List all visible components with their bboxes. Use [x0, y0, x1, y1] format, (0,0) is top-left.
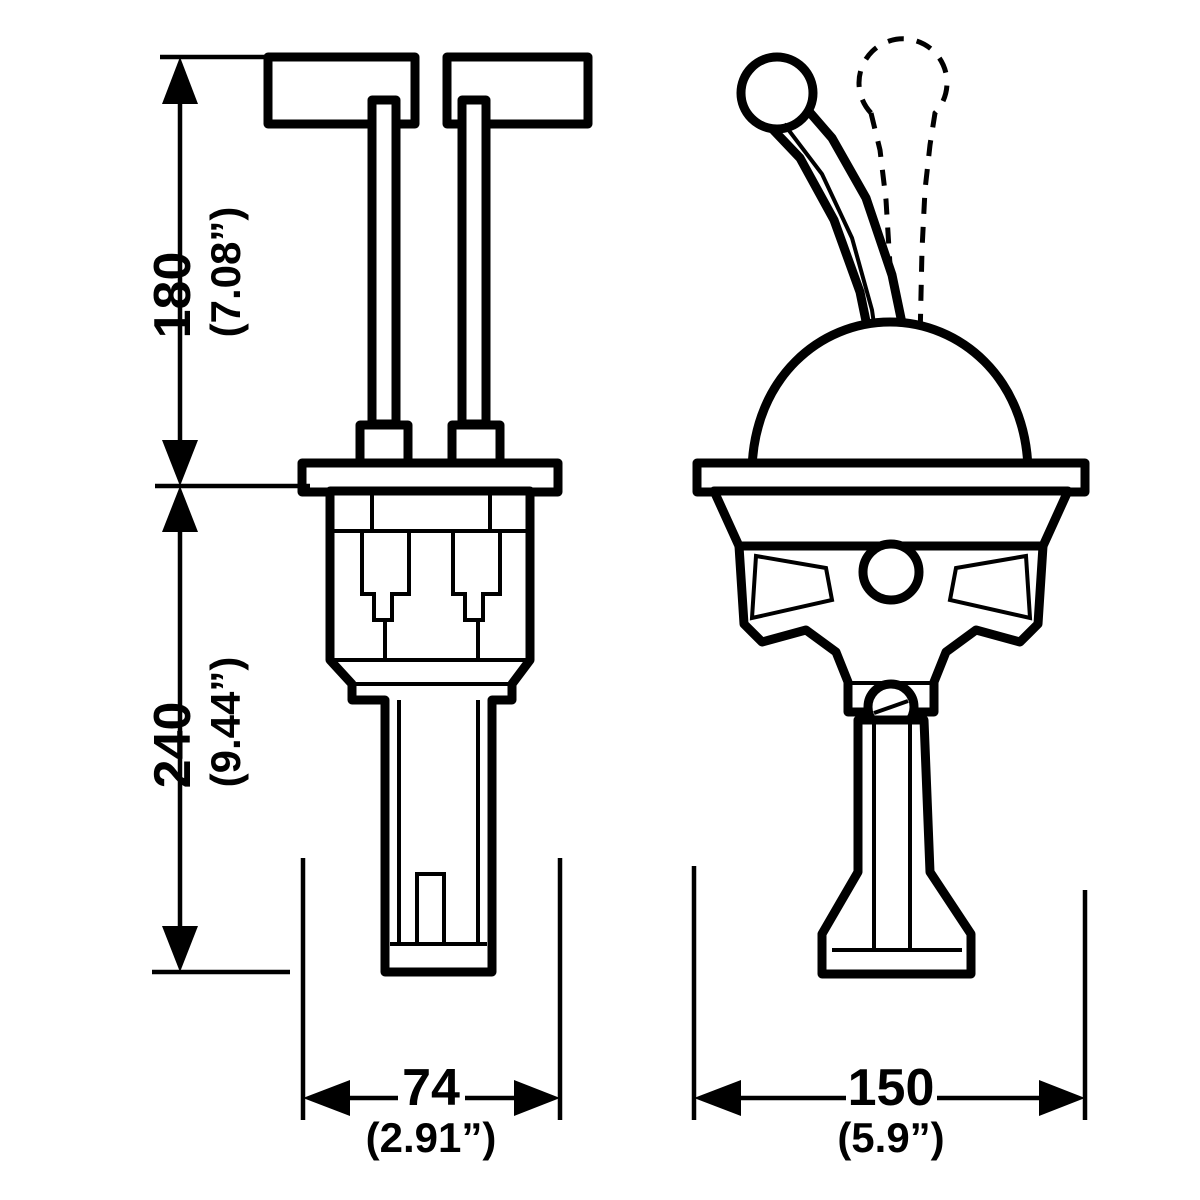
- mounting-flange-right-view: [692, 458, 1090, 497]
- dimension-height-180: 180 (7.08”): [144, 54, 310, 489]
- dimension-width-74: 74 (2.91”): [300, 858, 563, 1161]
- ball-lever-knob: [736, 52, 818, 134]
- dim-label-240-value: 240: [144, 702, 202, 789]
- arrow-150-left: [694, 1080, 741, 1116]
- lower-shaft-keyway: [415, 872, 446, 944]
- dim-label-150-inches: (5.9”): [837, 1114, 944, 1161]
- right-handle-shaft: [457, 95, 491, 429]
- lower-stem-and-base: [817, 715, 976, 979]
- dimension-width-150: 150 (5.9”): [691, 866, 1088, 1161]
- arrow-240-bottom: [162, 926, 198, 972]
- arrow-180-top: [162, 57, 198, 104]
- dim-label-74-inches: (2.91”): [366, 1114, 497, 1161]
- internal-detail-left-block: [360, 529, 411, 622]
- dim-label-180-inches: (7.08”): [202, 207, 249, 338]
- dim-label-74-value: 74: [402, 1059, 460, 1117]
- side-view-twin-lever: [263, 52, 593, 977]
- arrow-180-bottom: [162, 440, 198, 486]
- flange-skirt: [709, 486, 1073, 551]
- arrow-240-top: [162, 486, 198, 532]
- arrow-74-right: [514, 1080, 560, 1116]
- dim-label-240-inches: (9.44”): [202, 657, 249, 788]
- mounting-flange-left-view: [297, 458, 563, 497]
- bracket-wing-left-cutout: [749, 553, 835, 621]
- pivot-bracket-body: [734, 541, 1048, 717]
- bracket-wing-right-cutout: [947, 553, 1033, 621]
- pivot-hole: [858, 539, 924, 605]
- dim-label-180-value: 180: [144, 252, 202, 339]
- left-handle-shaft: [367, 95, 401, 429]
- dimension-height-240: 240 (9.44”): [144, 486, 290, 975]
- arrow-74-left: [303, 1080, 350, 1116]
- front-view-ball-lever: [692, 36, 1090, 979]
- arrow-150-right: [1039, 1080, 1085, 1116]
- screw-slot: [873, 699, 909, 715]
- internal-detail-right-block: [451, 529, 502, 622]
- dome-housing: [747, 317, 1033, 475]
- dim-label-150-value: 150: [848, 1059, 935, 1117]
